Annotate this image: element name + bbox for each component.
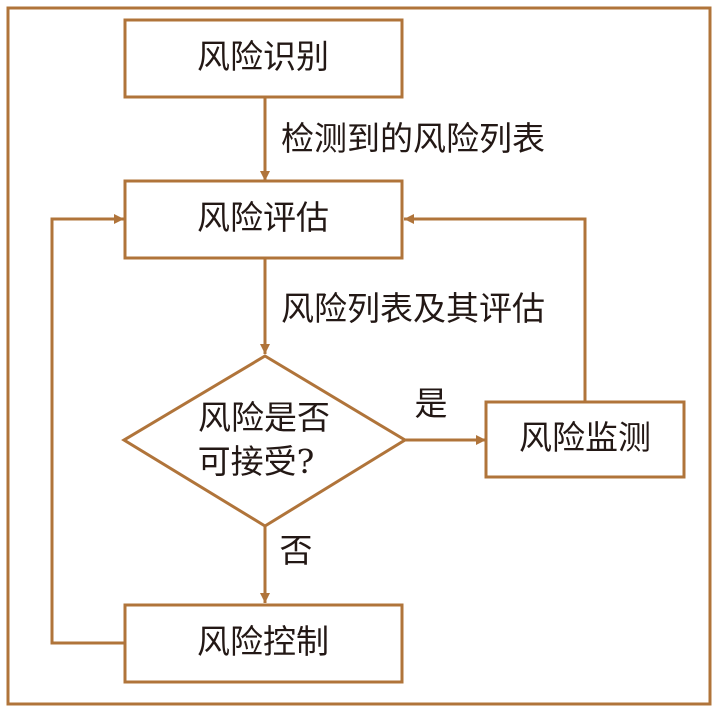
arrow-monitor-to-assess: [404, 214, 587, 402]
node-identify-label: 风险识别: [197, 37, 329, 76]
node-labels: 风险识别 风险评估 风险是否 可接受? 风险监测 风险控制: [197, 37, 651, 661]
edge-label-yes: 是: [415, 384, 448, 423]
connectors: [50, 97, 587, 645]
node-control-label: 风险控制: [197, 622, 329, 661]
node-identify-box: [123, 18, 404, 99]
node-control-box: [123, 603, 404, 684]
arrow-control-to-assess: [50, 214, 125, 645]
edge-labels: 检测到的风险列表 风险列表及其评估 是 否: [280, 119, 546, 570]
node-monitor-label: 风险监测: [519, 418, 651, 457]
outer-frame: [6, 6, 712, 706]
edge-label-no: 否: [280, 531, 313, 570]
node-monitor-box: [484, 400, 686, 479]
node-assess-label: 风险评估: [197, 198, 329, 237]
edge-label-identify-to-assess: 检测到的风险列表: [281, 119, 545, 158]
node-shapes: [121, 18, 686, 684]
edge-label-assess-to-decision: 风险列表及其评估: [281, 289, 545, 328]
node-decision-label-line2: 可接受?: [198, 442, 315, 481]
node-decision-diamond: [121, 354, 408, 528]
node-decision-label-line1: 风险是否: [198, 398, 330, 437]
node-assess-box: [123, 179, 404, 260]
